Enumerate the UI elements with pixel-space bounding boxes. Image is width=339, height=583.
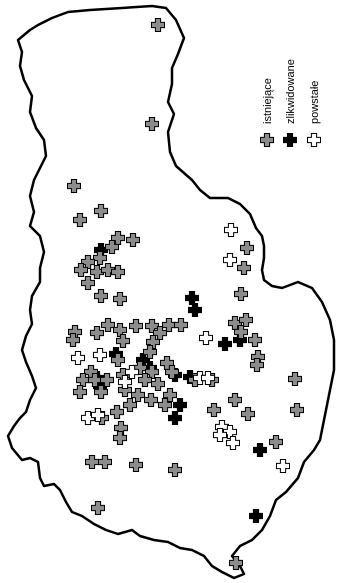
existing-site-cross-icon — [145, 117, 159, 131]
legend-existing-label: istniejące — [262, 78, 274, 124]
closed-site-cross-icon — [173, 398, 187, 412]
existing-site-cross-icon — [250, 358, 264, 372]
region-boundary — [6, 4, 336, 580]
existing-site-cross-icon — [113, 431, 127, 445]
existing-site-cross-icon — [73, 385, 87, 399]
existing-site-cross-icon — [98, 455, 112, 469]
existing-site-cross-icon — [93, 251, 107, 265]
legend-closed-label: zlikwidowane — [285, 59, 297, 124]
existing-site-cross-icon — [126, 233, 140, 247]
existing-site-cross-icon — [85, 455, 99, 469]
existing-site-cross-icon — [90, 326, 104, 340]
new-site-cross-icon — [199, 331, 213, 345]
existing-site-cross-icon — [94, 289, 108, 303]
existing-site-cross-icon — [101, 318, 115, 332]
legend-new-label: powstałe — [309, 81, 321, 124]
existing-site-cross-icon — [168, 463, 182, 477]
legend-closed-cross-icon — [283, 133, 297, 147]
existing-site-cross-icon — [91, 501, 105, 515]
existing-site-cross-icon — [76, 373, 90, 387]
existing-site-cross-icon — [174, 318, 188, 332]
existing-site-cross-icon — [162, 318, 176, 332]
closed-site-cross-icon — [168, 411, 182, 425]
legend-existing-cross-icon — [260, 133, 274, 147]
new-site-cross-icon — [223, 253, 237, 267]
existing-site-cross-icon — [269, 435, 283, 449]
existing-site-cross-icon — [131, 388, 145, 402]
existing-site-cross-icon — [248, 333, 262, 347]
closed-site-cross-icon — [218, 337, 232, 351]
existing-site-cross-icon — [237, 261, 251, 275]
closed-site-cross-icon — [253, 443, 267, 457]
existing-site-cross-icon — [240, 241, 254, 255]
existing-site-cross-icon — [241, 407, 255, 421]
existing-site-cross-icon — [288, 372, 302, 386]
closed-markers-layer — [90, 243, 267, 523]
existing-site-cross-icon — [207, 403, 221, 417]
existing-site-cross-icon — [290, 403, 304, 417]
existing-site-cross-icon — [110, 405, 124, 419]
existing-site-cross-icon — [94, 204, 108, 218]
map-legend: istniejące zlikwidowane powstałe — [260, 59, 321, 147]
existing-site-cross-icon — [234, 287, 248, 301]
existing-site-cross-icon — [113, 292, 127, 306]
existing-site-cross-icon — [144, 393, 158, 407]
existing-site-cross-icon — [81, 276, 95, 290]
existing-site-cross-icon — [151, 377, 165, 391]
existing-site-cross-icon — [228, 393, 242, 407]
existing-site-cross-icon — [73, 213, 87, 227]
existing-site-cross-icon — [123, 398, 137, 412]
legend-existing-symbol — [260, 133, 274, 147]
new-site-cross-icon — [93, 348, 107, 362]
existing-site-cross-icon — [129, 319, 143, 333]
existing-site-cross-icon — [67, 179, 81, 193]
new-site-cross-icon — [71, 351, 85, 365]
closed-site-cross-icon — [185, 291, 199, 305]
existing-site-cross-icon — [129, 458, 143, 472]
legend-closed-symbol — [283, 133, 297, 147]
existing-site-cross-icon — [151, 18, 165, 32]
new-site-cross-icon — [224, 223, 238, 237]
closed-site-cross-icon — [249, 509, 263, 523]
closed-site-cross-icon — [188, 303, 202, 317]
new-site-cross-icon — [276, 459, 290, 473]
legend-new-cross-icon — [307, 133, 321, 147]
legend-new-symbol — [307, 133, 321, 147]
